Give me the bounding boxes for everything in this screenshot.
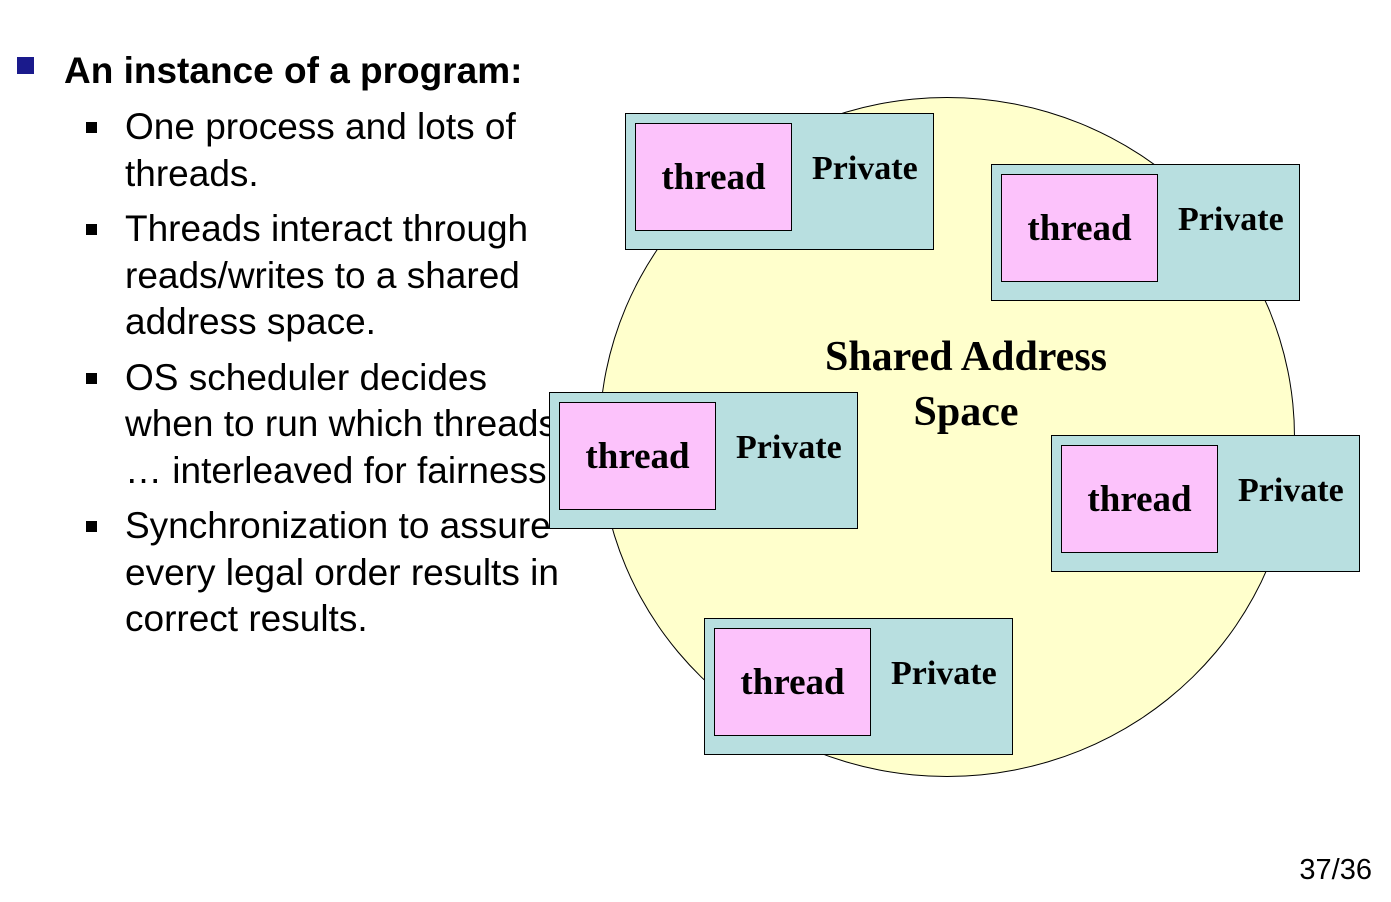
private-label-5: Private [891, 655, 997, 692]
thread-box-3: thread [559, 402, 716, 510]
private-region-2: thread Private [991, 164, 1300, 301]
thread-box-1: thread [635, 123, 792, 231]
private-region-5: thread Private [704, 618, 1013, 755]
thread-box-4: thread [1061, 445, 1218, 553]
private-region-1: thread Private [625, 113, 934, 250]
sub-bullet-square-icon [86, 521, 97, 532]
sub-bullet-text: Synchronization to assure every legal or… [125, 505, 559, 639]
sub-bullet-item: One process and lots of threads. [84, 104, 564, 197]
private-region-3: thread Private [549, 392, 858, 529]
sub-bullet-list: One process and lots of threads. Threads… [84, 104, 564, 652]
sub-bullet-item: OS scheduler decides when to run which t… [84, 355, 564, 495]
thread-box-5: thread [714, 628, 871, 736]
sub-bullet-text: Threads interact through reads/writes to… [125, 208, 529, 342]
main-bullet-heading: An instance of a program: [64, 50, 523, 91]
main-bullet-square-icon [17, 57, 34, 74]
private-label-2: Private [1178, 201, 1284, 238]
private-label-3: Private [736, 429, 842, 466]
sub-bullet-square-icon [86, 122, 97, 133]
page-number: 37/36 [1299, 854, 1372, 886]
private-region-4: thread Private [1051, 435, 1360, 572]
thread-box-2: thread [1001, 174, 1158, 282]
shared-address-space-label: Shared Address Space [824, 334, 1108, 435]
sub-bullet-square-icon [86, 224, 97, 235]
sub-bullet-text: One process and lots of threads. [125, 106, 516, 194]
private-label-1: Private [812, 150, 918, 187]
sub-bullet-item: Synchronization to assure every legal or… [84, 503, 564, 643]
sub-bullet-item: Threads interact through reads/writes to… [84, 206, 564, 346]
sub-bullet-text: OS scheduler decides when to run which t… [125, 356, 557, 491]
sub-bullet-square-icon [86, 372, 97, 384]
private-label-4: Private [1238, 472, 1344, 509]
